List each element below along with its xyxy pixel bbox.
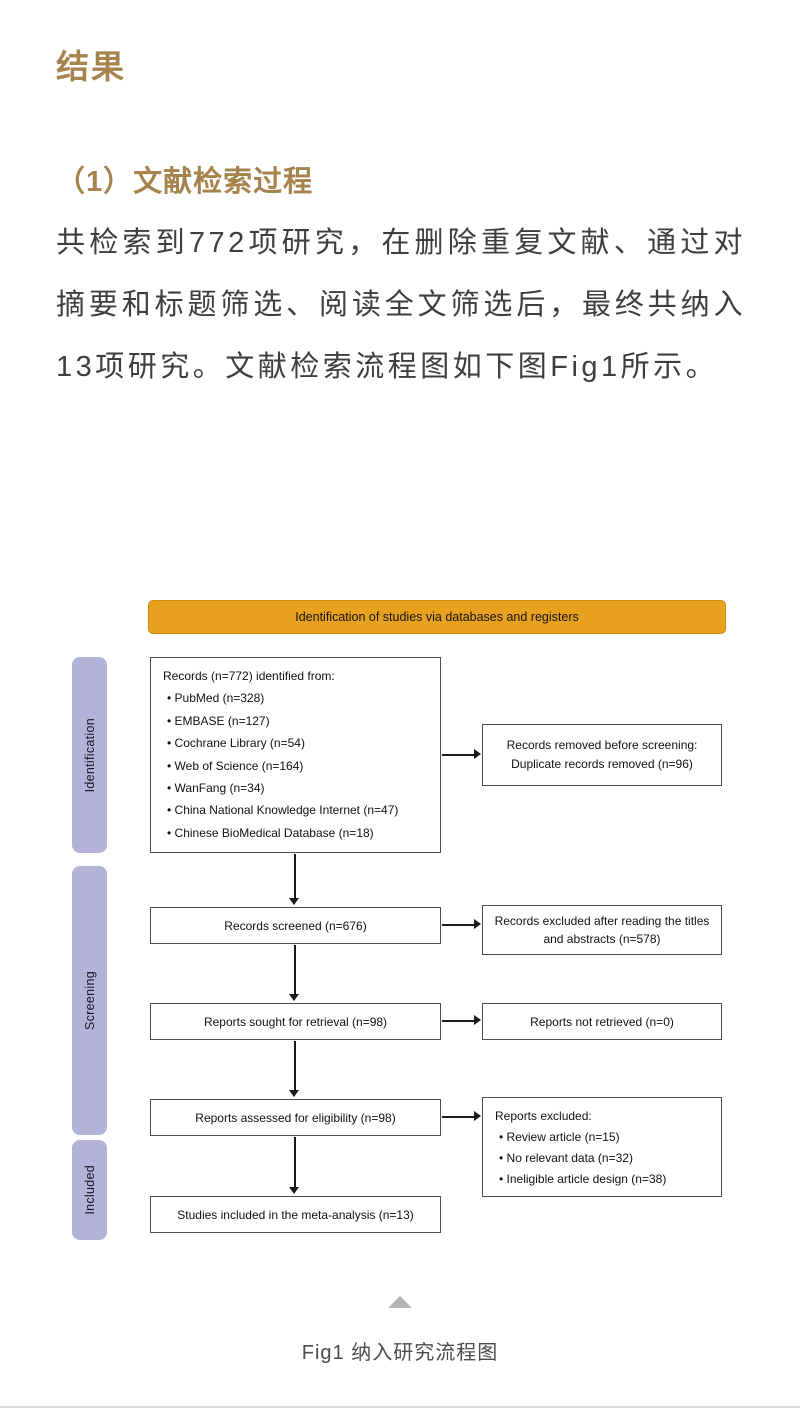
side-label-included: Included <box>72 1140 107 1240</box>
arrowhead-down-icon <box>289 1187 299 1194</box>
figure-caption: Fig1 纳入研究流程图 <box>301 1342 499 1364</box>
database-list: PubMed (n=328) EMBASE (n=127) Cochrane L… <box>161 687 430 844</box>
diagram-header-banner: Identification of studies via databases … <box>148 600 726 634</box>
arrowhead-down-icon <box>289 898 299 905</box>
divider <box>0 1406 800 1408</box>
list-item: Cochrane Library (n=54) <box>167 732 430 754</box>
arrowhead-right-icon <box>474 749 481 759</box>
side-label-screening: Screening <box>72 866 107 1135</box>
section-title: 结果 <box>56 48 126 85</box>
list-item: No relevant data (n=32) <box>499 1148 711 1169</box>
collapse-arrow-icon[interactable] <box>388 1296 412 1308</box>
reports-excluded-box: Reports excluded: Review article (n=15) … <box>482 1097 722 1197</box>
records-removed-box: Records removed before screening: Duplic… <box>482 724 722 786</box>
records-screened-box: Records screened (n=676) <box>150 907 441 944</box>
arrowhead-right-icon <box>474 1111 481 1121</box>
list-item: WanFang (n=34) <box>167 777 430 799</box>
list-item: EMBASE (n=127) <box>167 710 430 732</box>
banner-label: Identification of studies via databases … <box>295 610 579 624</box>
arrowhead-down-icon <box>289 994 299 1001</box>
flow-arrow-down <box>294 854 296 900</box>
studies-included-box: Studies included in the meta-analysis (n… <box>150 1196 441 1233</box>
list-item: Chinese BioMedical Database (n=18) <box>167 822 430 844</box>
records-excluded-box: Records excluded after reading the title… <box>482 905 722 955</box>
reports-sought-box: Reports sought for retrieval (n=98) <box>150 1003 441 1040</box>
box-text-line: Records removed before screening: <box>506 738 698 752</box>
arrowhead-right-icon <box>474 919 481 929</box>
records-identified-box: Records (n=772) identified from: PubMed … <box>150 657 441 853</box>
arrowhead-right-icon <box>474 1015 481 1025</box>
flow-arrow-right <box>442 1020 475 1022</box>
list-item: PubMed (n=328) <box>167 687 430 709</box>
body-paragraph: 共检索到772项研究，在删除重复文献、通过对摘要和标题筛选、阅读全文筛选后，最终… <box>56 227 746 383</box>
list-item: Web of Science (n=164) <box>167 755 430 777</box>
flow-arrow-down <box>294 1041 296 1092</box>
box-text-line: Duplicate records removed (n=96) <box>511 757 693 771</box>
side-label-identification: Identification <box>72 657 107 853</box>
flow-arrow-right <box>442 1116 475 1118</box>
flow-arrow-down <box>294 945 296 996</box>
box-title: Records (n=772) identified from: <box>163 669 335 683</box>
reports-not-retrieved-box: Reports not retrieved (n=0) <box>482 1003 722 1040</box>
box-title: Reports excluded: <box>495 1109 592 1123</box>
list-item: China National Knowledge Internet (n=47) <box>167 799 430 821</box>
flow-arrow-right <box>442 924 475 926</box>
arrowhead-down-icon <box>289 1090 299 1097</box>
flow-arrow-down <box>294 1137 296 1189</box>
list-item: Review article (n=15) <box>499 1127 711 1148</box>
flow-arrow-right <box>442 754 475 756</box>
exclusion-list: Review article (n=15) No relevant data (… <box>493 1127 711 1190</box>
reports-assessed-box: Reports assessed for eligibility (n=98) <box>150 1099 441 1136</box>
subsection-title: （1）文献检索过程 <box>56 166 314 198</box>
list-item: Ineligible article design (n=38) <box>499 1169 711 1190</box>
